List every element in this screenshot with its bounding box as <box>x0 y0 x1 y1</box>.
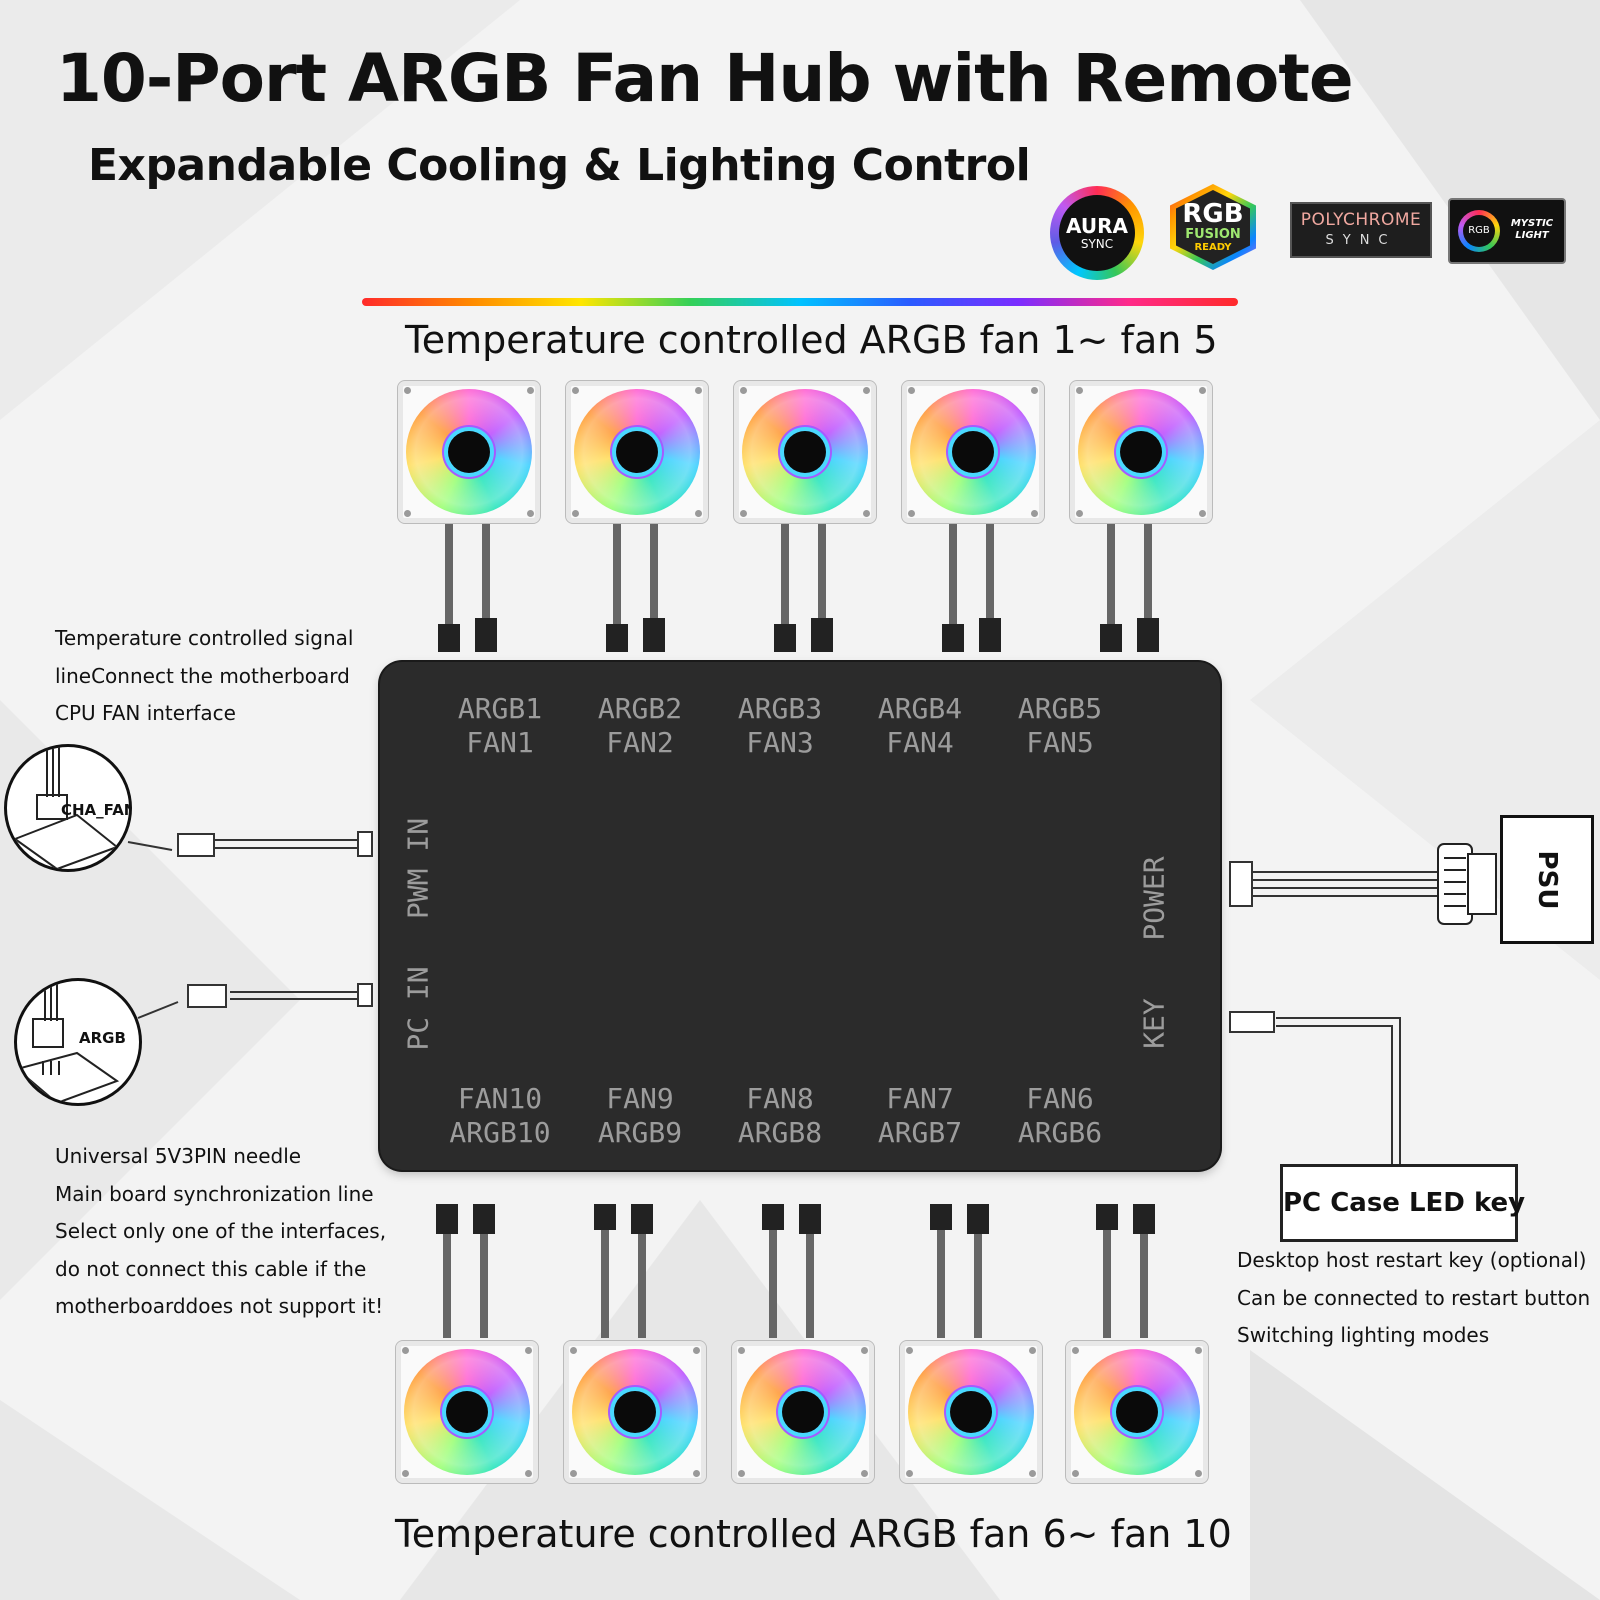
port-label: FAN4 <box>886 726 954 759</box>
port-label: FAN2 <box>606 726 674 759</box>
right-note-line: Can be connected to restart button <box>1237 1285 1591 1310</box>
port-label: FAN3 <box>746 726 814 759</box>
port-label: ARGB1 <box>457 692 543 725</box>
hub-port-fan6: FAN6 ARGB6 <box>1000 1082 1120 1150</box>
port-label: ARGB9 <box>597 1116 683 1149</box>
hub-port-fan8: FAN8 ARGB8 <box>720 1082 840 1150</box>
pc-in-label: PC IN <box>401 966 435 1051</box>
page-subtitle: Expandable Cooling & Lighting Control <box>88 140 1031 191</box>
port-label: FAN6 <box>1026 1082 1094 1115</box>
polychrome-sync-logo: POLYCHROME SYNC <box>1290 202 1432 258</box>
cha-fan-callout: CHA_FAN <box>4 744 132 872</box>
port-label: FAN7 <box>886 1082 954 1115</box>
aura-logo-subtext: SYNC <box>1080 237 1114 251</box>
mystic-logo-text: MYSTIC LIGHT <box>1510 218 1554 241</box>
fan-5 <box>1069 380 1213 524</box>
right-note-line: Desktop host restart key (optional) <box>1237 1248 1587 1272</box>
right-note: Desktop host restart key (optional) Can … <box>1237 1242 1590 1355</box>
cha-fan-label: CHA_FAN <box>61 801 132 819</box>
page-title: 10-Port ARGB Fan Hub with Remote <box>56 40 1354 117</box>
aura-sync-logo: AURA SYNC <box>1050 186 1144 280</box>
left-note-bottom-line: do not connect this cable if the <box>55 1256 367 1281</box>
key-label: KEY <box>1137 998 1171 1049</box>
left-note-bottom: Universal 5V3PIN needle Main board synch… <box>55 1138 386 1326</box>
port-label: ARGB5 <box>1017 692 1103 725</box>
fusion-logo-ready: READY <box>1194 242 1232 253</box>
top-fans-heading: Temperature controlled ARGB fan 1~ fan 5 <box>405 318 1218 362</box>
power-label: POWER <box>1137 856 1171 941</box>
port-label: FAN5 <box>1026 726 1094 759</box>
port-label: FAN9 <box>606 1082 674 1115</box>
pwm-in-label: PWM IN <box>401 817 435 920</box>
mystic-light-logo: RGB MYSTIC LIGHT <box>1448 198 1566 264</box>
hub-port-fan9: FAN9 ARGB9 <box>580 1082 700 1150</box>
fan-7 <box>899 1340 1043 1484</box>
left-note-bottom-line: Main board synchronization line <box>55 1181 374 1206</box>
hub-port-argb4: ARGB4 FAN4 <box>860 692 980 760</box>
cha-fan-header-icon <box>12 747 120 869</box>
left-note-top-line: lineConnect the motherboard <box>55 663 350 688</box>
psu-box: PSU <box>1500 815 1594 944</box>
fan-10 <box>395 1340 539 1484</box>
fusion-logo-text: RGB <box>1182 199 1244 229</box>
hub-port-argb1: ARGB1 FAN1 <box>440 692 560 760</box>
fusion-logo-subtext: FUSION <box>1185 227 1241 242</box>
hub-port-fan7: FAN7 ARGB7 <box>860 1082 980 1150</box>
port-label: FAN8 <box>746 1082 814 1115</box>
hub-port-argb5: ARGB5 FAN5 <box>1000 692 1120 760</box>
fan-1 <box>397 380 541 524</box>
fan-hub: ARGB1 FAN1 ARGB2 FAN2 ARGB3 FAN3 ARGB4 F… <box>380 662 1220 1170</box>
hub-port-argb2: ARGB2 FAN2 <box>580 692 700 760</box>
fan-6 <box>1065 1340 1209 1484</box>
aura-logo-text: AURA <box>1066 214 1128 238</box>
polychrome-logo-text: POLYCHROME <box>1300 210 1422 230</box>
port-label: FAN1 <box>466 726 534 759</box>
rainbow-divider <box>362 298 1238 306</box>
fan-4 <box>901 380 1045 524</box>
right-note-line: Switching lighting modes <box>1237 1323 1490 1347</box>
port-label: ARGB8 <box>737 1116 823 1149</box>
left-note-top: Temperature controlled signal lineConnec… <box>55 620 353 733</box>
fan-8 <box>731 1340 875 1484</box>
pc-case-led-key-box: PC Case LED key <box>1280 1164 1525 1242</box>
port-label: ARGB2 <box>597 692 683 725</box>
port-label: ARGB4 <box>877 692 963 725</box>
left-note-top-line: Temperature controlled signal <box>55 626 354 650</box>
port-label: ARGB6 <box>1017 1116 1103 1149</box>
port-label: ARGB7 <box>877 1116 963 1149</box>
hub-port-fan10: FAN10 ARGB10 <box>440 1082 560 1150</box>
hub-port-argb3: ARGB3 FAN3 <box>720 692 840 760</box>
port-label: ARGB10 <box>449 1116 551 1149</box>
left-note-bottom-line: motherboarddoes not support it! <box>55 1294 384 1318</box>
argb-label: ARGB <box>79 1029 126 1047</box>
argb-callout: ARGB <box>14 978 142 1106</box>
left-note-top-line: CPU FAN interface <box>55 701 236 725</box>
bottom-fans-heading: Temperature controlled ARGB fan 6~ fan 1… <box>395 1512 1232 1556</box>
rgb-fusion-logo: RGB FUSION READY <box>1170 184 1256 270</box>
left-note-bottom-line: Universal 5V3PIN needle <box>55 1144 302 1168</box>
polychrome-logo-subtext: SYNC <box>1325 233 1397 248</box>
fan-9 <box>563 1340 707 1484</box>
fan-2 <box>565 380 709 524</box>
left-note-bottom-line: Select only one of the interfaces, <box>55 1219 387 1243</box>
port-label: FAN10 <box>457 1082 543 1115</box>
argb-header-icon <box>17 981 120 1103</box>
fan-3 <box>733 380 877 524</box>
mystic-logo-ring-text: RGB <box>1463 215 1495 247</box>
port-label: ARGB3 <box>737 692 823 725</box>
psu-label: PSU <box>1532 850 1562 909</box>
